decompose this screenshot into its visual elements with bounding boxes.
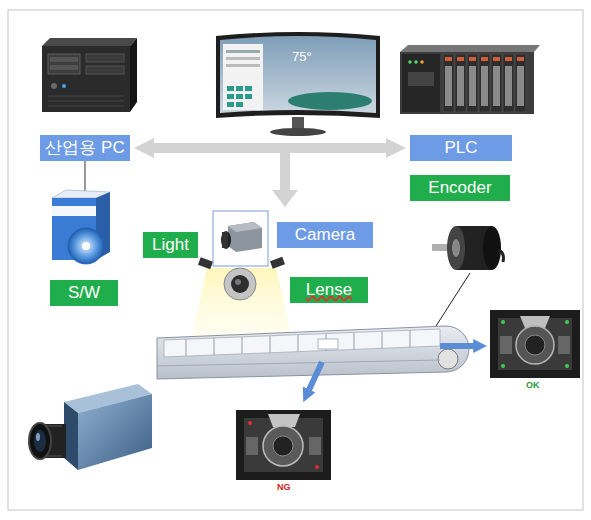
node-label: Camera [291,226,359,245]
ng-arrow [308,362,322,392]
ng-part-image [236,410,331,480]
software-package [52,190,110,264]
ok-arrow [440,343,476,349]
vision-camera [29,384,152,470]
node-label: Encoder [424,179,495,198]
pc-label-box: 산업용 PC [40,135,130,161]
plc-rack [400,45,540,114]
encoder-label-box: Encoder [410,175,510,201]
camera-label-box: Camera [277,222,373,248]
leader-line [436,273,470,326]
node-label: Light [148,236,193,255]
ok-part-image [490,310,580,378]
ng-result: NG [277,483,291,492]
plc-label-box: PLC [410,135,512,161]
light-label-box: Light [143,232,198,258]
industrial-pc [42,38,137,112]
node-label: 산업용 PC [41,139,128,158]
node-label: PLC [440,139,481,158]
lens-label-box: Lense [290,277,368,303]
monitor [216,32,380,136]
bus-arrow [154,143,386,153]
conveyor-belt [157,326,469,379]
outer-frame [8,10,583,510]
node-label: Lense [302,281,356,300]
software-label-box: S/W [50,280,118,306]
down-arrow [272,153,298,207]
leader-line [85,161,86,195]
encoder-image [432,226,503,270]
node-label: S/W [64,284,104,303]
lens-image [224,268,256,300]
camera-image [213,211,268,266]
screen-reading: 75° [292,50,312,63]
ok-result: OK [526,381,540,390]
